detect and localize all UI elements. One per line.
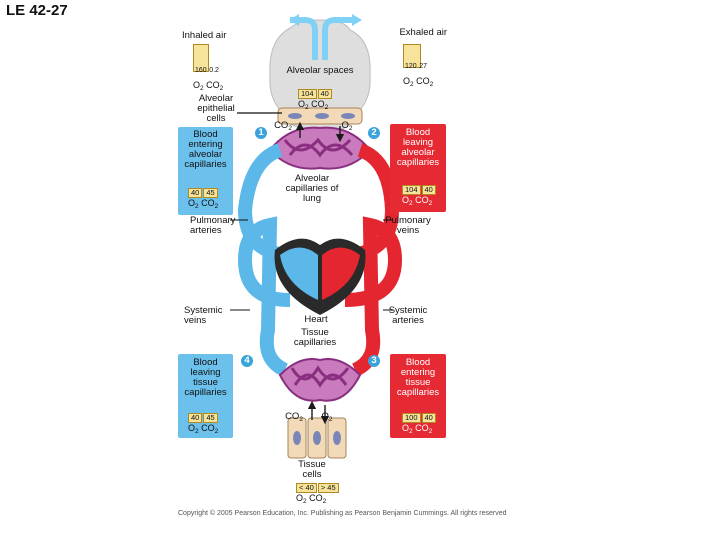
gas-names-inhaled: O2 CO2: [193, 80, 224, 92]
step-1: 1: [258, 127, 264, 138]
gas-names-entering-alveolar: O2 CO2: [188, 198, 219, 210]
gas-names-exhaled: O2 CO2: [403, 76, 434, 88]
pco2-leaving-alveolar: 40: [421, 185, 436, 195]
epithelial-cells: [237, 107, 363, 125]
pco2-entering-alveolar: 45: [203, 188, 218, 198]
po2-inhaled-value: 160: [195, 67, 207, 74]
pressure-tissue-cells: < 40> 45 O2 CO2: [296, 482, 340, 507]
pco2-alveolar-value: 40: [317, 89, 332, 99]
panel-leaving-alveolar-text: Blood leaving alveolar capillaries: [396, 127, 440, 168]
step-markers: [241, 127, 380, 367]
systemic-arteries-label: Systemic arteries: [388, 305, 428, 326]
pressure-exhaled: 120 27 O2 CO2: [403, 44, 433, 88]
panel-entering-tissue-text: Blood entering tissue capillaries: [396, 357, 440, 398]
po2-leaving-tissue: 40: [188, 413, 203, 423]
tissue-capillary-bed: [278, 358, 362, 402]
copyright: Copyright © 2005 Pearson Education, Inc.…: [178, 510, 507, 517]
o2-lung-label: O2: [341, 120, 353, 133]
heart: [274, 238, 366, 315]
pulmonary-arteries-label: Pulmonary arteries: [190, 215, 236, 236]
leader-lines: [230, 219, 393, 311]
pco2-leaving-tissue: 45: [203, 413, 218, 423]
slide-title: LE 42-27: [6, 2, 68, 19]
alveolar-capillaries-label: Alveolar capillaries of lung: [285, 173, 339, 204]
co2-tissue-label: CO2: [285, 411, 303, 424]
exhaled-air-label: Exhaled air: [399, 27, 447, 38]
po2-tissue-cells: < 40: [296, 483, 317, 493]
pco2-tissue-cells: > 45: [317, 483, 339, 493]
exchange-arrows: [295, 121, 345, 425]
o2-tissue-label: O2: [321, 411, 333, 424]
gas-names-leaving-alveolar: O2 CO2: [402, 195, 433, 207]
gas-names-leaving-tissue: O2 CO2: [188, 423, 219, 435]
panel-leaving-tissue-text: Blood leaving tissue capillaries: [184, 357, 227, 398]
gas-names-entering-tissue: O2 CO2: [402, 423, 433, 435]
pco2-inhaled-value: 0.2: [209, 67, 219, 74]
alveolar-spaces-label: Alveolar spaces: [286, 65, 354, 76]
step-2: 2: [371, 127, 377, 138]
gas-names-alveolar: O2 CO2: [298, 99, 329, 111]
systemic-circuit: [237, 216, 403, 377]
tissue-cells: [287, 417, 347, 459]
po2-alveolar-value: 104: [298, 89, 317, 99]
po2-leaving-alveolar: 104: [402, 185, 421, 195]
step-4: 4: [244, 355, 250, 366]
pco2-entering-tissue: 40: [421, 413, 436, 423]
inhaled-air-label: Inhaled air: [182, 30, 227, 41]
po2-entering-tissue: 100: [402, 413, 421, 423]
pulmonary-veins-label: Pulmonary veins: [385, 215, 431, 236]
pressure-inhaled: 160 0.2 O2 CO2: [193, 44, 223, 92]
step-3: 3: [371, 355, 377, 366]
po2-entering-alveolar: 40: [188, 188, 203, 198]
panel-entering-alveolar-text: Blood entering alveolar capillaries: [184, 129, 227, 170]
systemic-veins-label: Systemic veins: [184, 305, 223, 326]
heart-label: Heart: [304, 314, 328, 325]
airflow-arrows: [289, 14, 362, 60]
gas-names-tissue-cells: O2 CO2: [296, 493, 327, 505]
po2-exhaled-value: 120: [405, 63, 417, 70]
co2-lung-label: CO2: [274, 120, 292, 133]
tissue-cells-label: Tissue cells: [298, 459, 326, 480]
epithelial-cells-label: Alveolar epithelial cells: [197, 93, 235, 124]
pco2-exhaled-value: 27: [419, 63, 427, 70]
tissue-capillaries-label: Tissue capillaries: [293, 327, 337, 348]
